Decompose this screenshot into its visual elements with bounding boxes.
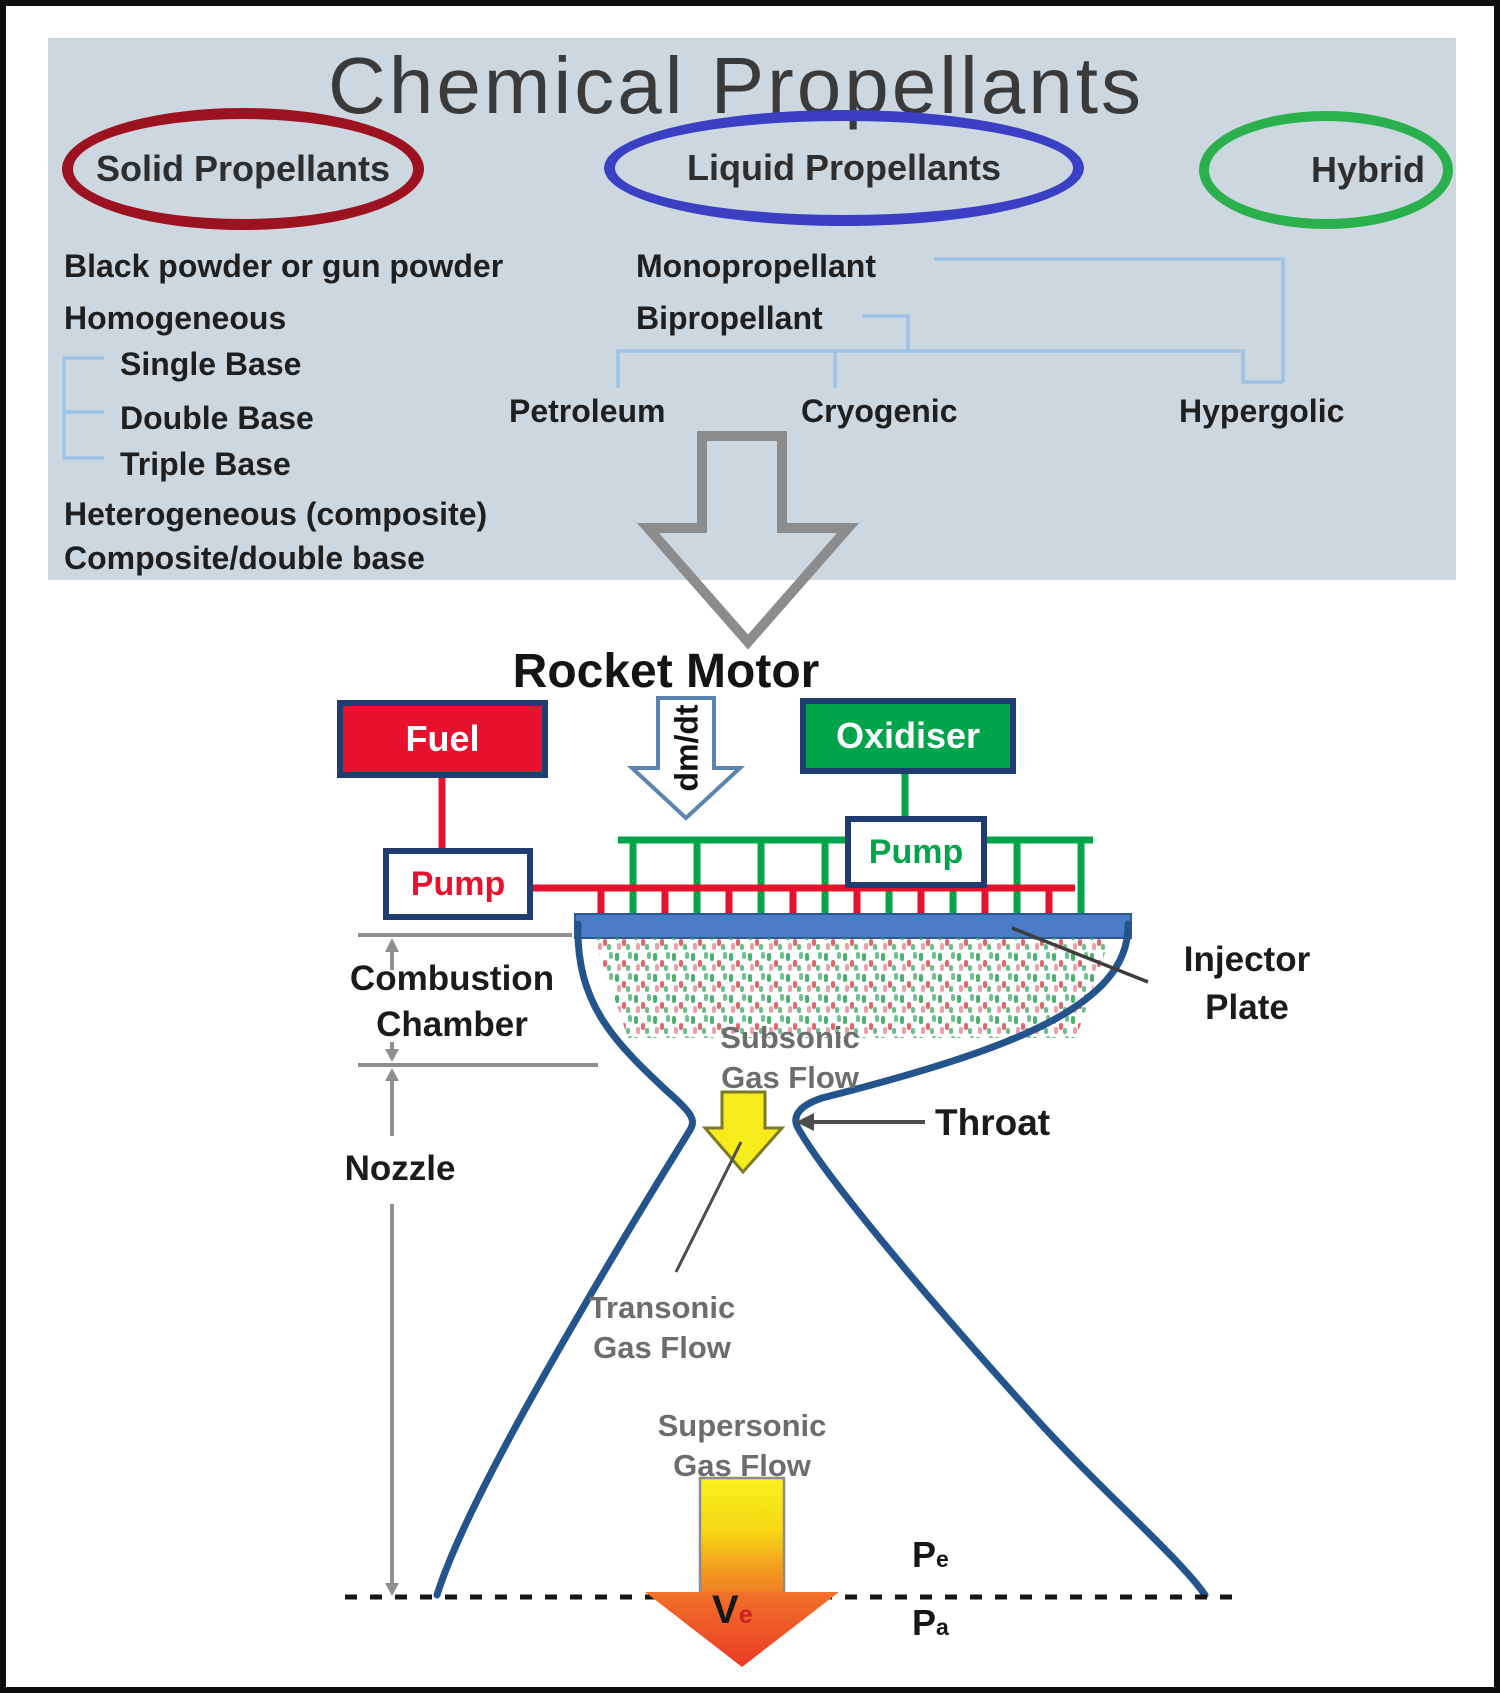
list-item-hypergolic: Hypergolic bbox=[1179, 393, 1345, 429]
list-item-triple-base: Triple Base bbox=[120, 446, 291, 482]
list-item-bipropellant: Bipropellant bbox=[636, 300, 823, 336]
panel-title: Chemical Propellants bbox=[328, 41, 1144, 130]
injector-pointer-line bbox=[1011, 926, 1149, 984]
hybrid-label: Hybrid bbox=[1310, 149, 1425, 190]
rocket-motor-title: Rocket Motor bbox=[512, 645, 820, 698]
list-item-single-base: Single Base bbox=[120, 346, 302, 382]
oxidiser-pump-label: Pump bbox=[868, 832, 964, 871]
oxidiser-pump-box: Pump bbox=[845, 816, 987, 888]
exhaust-arrow bbox=[645, 1476, 839, 1667]
supersonic-gas-flow-label: Supersonic Gas Flow bbox=[657, 1408, 827, 1483]
throat-flow-arrow bbox=[701, 1090, 786, 1175]
subsonic-gas-flow-label: Subsonic Gas Flow bbox=[720, 1020, 860, 1095]
fuel-pump-label: Pump bbox=[410, 864, 506, 903]
mass-flow-label: dm/dt bbox=[668, 704, 705, 792]
oxidiser-box-label: Oxidiser bbox=[835, 715, 981, 756]
nozzle-label: Nozzle bbox=[344, 1149, 456, 1188]
throat-pointer-arrowhead bbox=[796, 1113, 814, 1131]
pointer-lines bbox=[674, 926, 1149, 1273]
list-item-cryogenic: Cryogenic bbox=[801, 393, 958, 429]
list-item-black-powder: Black powder or gun powder bbox=[64, 248, 504, 284]
oxidiser-box: Oxidiser bbox=[800, 698, 1016, 774]
fuel-pump-box: Pump bbox=[383, 848, 533, 920]
list-item-heterogeneous: Heterogeneous (composite) bbox=[64, 496, 488, 532]
solid-propellants-oval: Solid Propellants bbox=[62, 108, 424, 230]
liquid-propellants-oval: Liquid Propellants bbox=[604, 110, 1084, 226]
chemical-propellants-panel: Chemical Propellants Solid Propellants L… bbox=[48, 38, 1456, 580]
exit-pressure-symbol: Pe bbox=[912, 1534, 949, 1575]
list-item-petroleum: Petroleum bbox=[509, 393, 666, 429]
injector-plate-bar bbox=[574, 913, 1132, 939]
list-item-double-base: Double Base bbox=[120, 400, 314, 436]
injector-plate-label: Injector Plate bbox=[1183, 940, 1311, 1027]
list-item-composite: Composite/double base bbox=[64, 540, 425, 576]
liquid-propellants-label: Liquid Propellants bbox=[686, 147, 1001, 188]
throat-label: Throat bbox=[935, 1102, 1051, 1143]
transonic-pointer-line bbox=[674, 1141, 743, 1273]
fuel-box-label: Fuel bbox=[405, 718, 480, 759]
list-item-monopropellant: Monopropellant bbox=[636, 248, 876, 284]
hybrid-oval: Hybrid bbox=[1199, 111, 1453, 229]
transonic-gas-flow-label: Transonic Gas Flow bbox=[588, 1290, 736, 1365]
exit-velocity-symbol: Ve bbox=[712, 1588, 753, 1632]
combustion-chamber-label: Combustion Chamber bbox=[349, 959, 555, 1044]
fuel-box: Fuel bbox=[337, 700, 548, 778]
solid-propellants-label: Solid Propellants bbox=[95, 148, 391, 189]
ambient-pressure-symbol: Pa bbox=[912, 1602, 949, 1643]
list-item-homogeneous: Homogeneous bbox=[64, 300, 287, 336]
